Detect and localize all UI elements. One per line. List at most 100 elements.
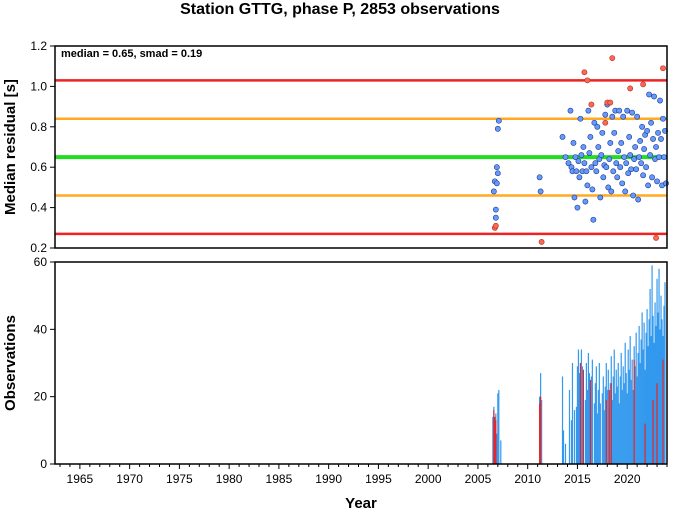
observation-bar xyxy=(646,309,648,464)
residual-point xyxy=(575,158,582,165)
observation-bar-secondary xyxy=(582,369,585,464)
residual-point xyxy=(623,160,630,167)
residual-point xyxy=(494,170,501,177)
observation-bar xyxy=(618,403,620,464)
observation-bar xyxy=(630,379,632,464)
observation-bar xyxy=(643,322,645,464)
residual-point xyxy=(586,150,593,156)
residual-point xyxy=(643,164,650,171)
residual-point xyxy=(576,174,583,181)
observation-bar xyxy=(611,400,613,464)
residual-point xyxy=(608,188,615,195)
observation-bar xyxy=(596,413,598,464)
observation-bar xyxy=(573,410,576,464)
residual-point xyxy=(637,138,644,144)
residual-outlier-point xyxy=(609,55,616,62)
residual-point xyxy=(599,129,606,136)
observation-bar xyxy=(561,376,564,464)
observation-bar-secondary xyxy=(656,383,658,464)
residual-point xyxy=(588,164,595,171)
residual-outlier-point xyxy=(660,65,666,72)
residual-point xyxy=(646,91,652,98)
observation-bar xyxy=(562,430,565,464)
residual-point xyxy=(639,123,646,130)
residual-point xyxy=(594,123,601,130)
observation-bar xyxy=(571,363,574,464)
y-tick-label: 0.4 xyxy=(30,201,47,215)
x-tick-label: 1965 xyxy=(67,472,94,486)
residual-point xyxy=(580,144,587,150)
residual-point xyxy=(600,174,607,181)
observation-bar xyxy=(590,376,592,464)
x-tick-label: 1970 xyxy=(116,472,143,486)
y-tick-label: 0.6 xyxy=(30,160,47,174)
residual-point xyxy=(584,182,591,189)
residual-point xyxy=(582,198,589,205)
residual-plot-frame xyxy=(54,45,668,249)
observation-bar xyxy=(656,278,658,464)
x-tick-label: 1985 xyxy=(266,472,293,486)
residual-outlier-point xyxy=(581,69,588,76)
y-tick-label: 1.0 xyxy=(30,79,47,93)
residual-point xyxy=(602,111,609,118)
observation-bar-secondary xyxy=(579,363,582,464)
residual-point xyxy=(618,140,625,146)
observation-bar xyxy=(628,369,630,464)
residual-point xyxy=(603,164,610,171)
residual-points xyxy=(490,91,669,223)
residual-point xyxy=(619,180,626,187)
residual-point xyxy=(592,160,599,167)
observation-bar xyxy=(585,363,587,464)
residual-point xyxy=(644,127,650,134)
residual-point xyxy=(598,152,605,158)
residual-point xyxy=(636,154,643,160)
residual-point xyxy=(650,136,656,142)
residual-point xyxy=(493,180,500,187)
observation-bar xyxy=(604,386,606,464)
observation-bar-secondary xyxy=(539,403,541,464)
observation-bar xyxy=(635,332,637,464)
residual-point xyxy=(645,182,651,189)
observation-bar xyxy=(598,363,600,464)
residual-point xyxy=(493,164,500,171)
observation-bar xyxy=(648,319,650,464)
residual-point xyxy=(571,194,578,201)
residual-plot-area xyxy=(55,46,667,248)
residual-point xyxy=(583,168,590,175)
residual-point xyxy=(610,168,617,175)
residual-point xyxy=(597,194,604,201)
x-tick-label: 2010 xyxy=(514,472,541,486)
x-tick-label: 1995 xyxy=(365,472,392,486)
observation-bar xyxy=(602,376,604,464)
y-tick-label: 1.2 xyxy=(30,39,47,53)
residual-point xyxy=(590,216,597,223)
observation-bar xyxy=(580,349,583,464)
residual-point xyxy=(621,154,628,160)
observation-bar xyxy=(663,305,665,464)
observation-bar-secondary xyxy=(589,379,591,464)
residual-outlier-point xyxy=(584,77,591,84)
observation-bar-secondary xyxy=(493,410,495,464)
observation-bar xyxy=(601,393,603,464)
observation-bar xyxy=(615,369,617,464)
observation-bar xyxy=(564,443,567,464)
observation-bar xyxy=(645,332,647,464)
residual-point xyxy=(635,196,642,203)
observation-bar xyxy=(625,373,627,464)
observation-bar xyxy=(584,400,586,464)
x-tick-label: 1990 xyxy=(315,472,342,486)
observation-bar xyxy=(623,383,625,464)
observation-bar xyxy=(621,389,623,464)
observation-bar xyxy=(637,352,639,464)
residual-point xyxy=(591,119,598,126)
residual-outlier-point xyxy=(627,85,634,92)
observation-bar xyxy=(657,312,659,464)
y-tick-label: 0.8 xyxy=(30,120,47,134)
residual-point xyxy=(595,144,602,150)
residual-y-axis-label: Median residual [s] xyxy=(2,79,19,215)
residual-point xyxy=(567,107,574,114)
residual-point xyxy=(658,136,664,142)
residual-outlier-points xyxy=(491,55,666,245)
residual-point xyxy=(559,133,566,140)
